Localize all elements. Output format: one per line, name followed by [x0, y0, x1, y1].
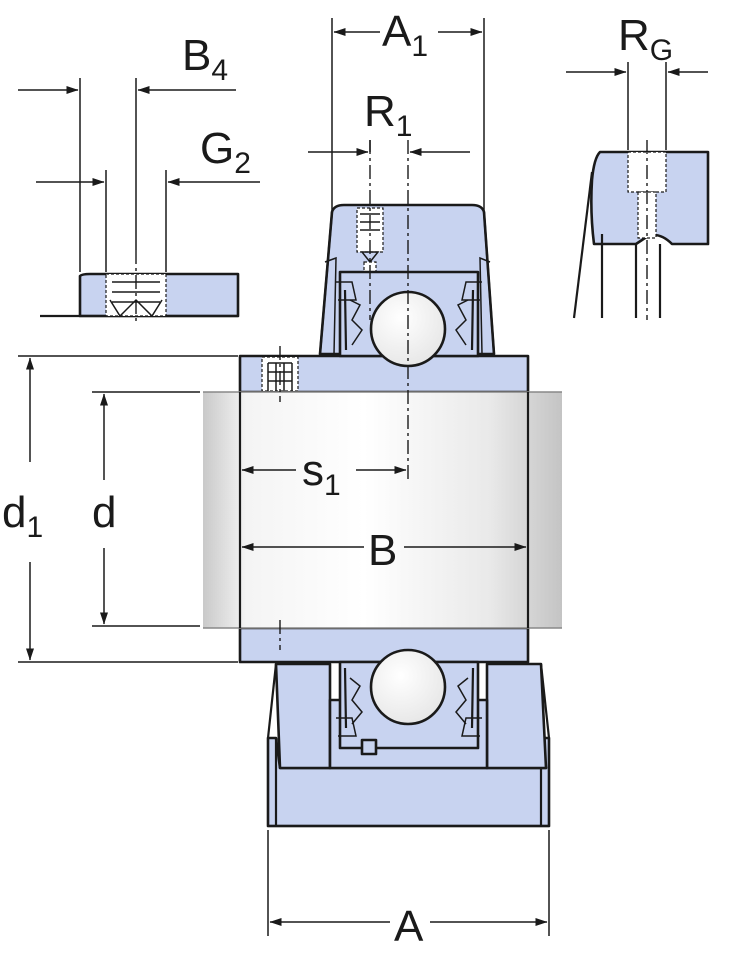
dim-label-b4: B4 — [182, 31, 228, 87]
dim-label-a1: A1 — [382, 7, 428, 63]
dim-label-a: A — [394, 902, 424, 951]
dim-label-rg: RG — [618, 11, 673, 67]
dim-label-g2: G2 — [200, 124, 251, 180]
set-screw-detail — [40, 250, 240, 322]
dim-label-d1: d1 — [2, 488, 43, 544]
housing-foot — [266, 736, 551, 828]
shaft — [203, 391, 562, 629]
dim-label-s1: s1 — [302, 446, 341, 502]
grease-hole-detail — [572, 140, 710, 320]
dim-label-d: d — [92, 488, 116, 537]
dimension-lines — [18, 18, 708, 936]
lower-flange — [238, 626, 530, 664]
dim-label-r1: R1 — [364, 87, 412, 143]
housing-section-view — [203, 140, 562, 828]
ball-lower — [369, 648, 447, 726]
dim-label-b: B — [368, 526, 397, 575]
